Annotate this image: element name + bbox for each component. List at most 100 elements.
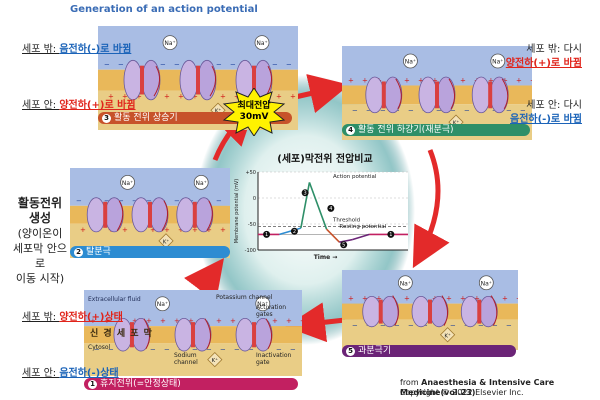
sodium-ion: Na⁺: [155, 296, 170, 312]
action-potential-segment: [326, 228, 340, 243]
s1-outside-text: 세포 밖: 양전하(+)상태: [22, 312, 123, 323]
channel-gate: [428, 299, 432, 324]
charge-sign: −: [272, 61, 278, 69]
ion-channel: [113, 317, 151, 352]
credit-line1: from Anaesthesia & Intensive Care Medici…: [400, 378, 555, 397]
charge-sign: −: [478, 322, 484, 330]
charge-sign: +: [122, 226, 128, 234]
charge-sign: +: [418, 76, 424, 84]
action-gen-sub-2: 세포막 안으로: [12, 242, 68, 270]
membrane-kr-label: 신 경 세 포 막: [90, 329, 153, 339]
stage4-number: 4: [346, 126, 355, 135]
ion-channel: [176, 197, 214, 233]
charge-sign: −: [132, 197, 138, 205]
sodium-ion: Na⁺: [193, 174, 209, 190]
charge-sign: −: [104, 61, 110, 69]
channel-gate: [140, 65, 144, 95]
sodium-ion: Na⁺: [162, 35, 178, 50]
stage3-number: 3: [102, 114, 111, 123]
ion-channel: [365, 76, 403, 114]
channel-gate: [191, 322, 195, 348]
action-gen-sub-1: (양이온이: [17, 227, 63, 240]
charge-sign: +: [290, 92, 296, 100]
stage4-label: 활동 전위 하강기(재분극): [358, 125, 454, 135]
svg-text:Na⁺: Na⁺: [164, 40, 175, 47]
channel-gate: [488, 81, 493, 109]
stage2-label: 탈분극: [86, 247, 111, 257]
inactivation-gate-label: Inactivation gate: [256, 352, 292, 366]
charge-sign: +: [404, 295, 410, 303]
sodium-ion: Na⁺: [490, 53, 506, 69]
credit-line2: Copyright © 2022 Elsevier Inc.: [400, 388, 524, 397]
annotation-action-potential: Action potential: [333, 174, 377, 180]
ion-flow-arrow: [448, 78, 455, 110]
charge-sign: +: [230, 317, 236, 325]
s4-inside-line1: 세포 안: 다시: [526, 100, 582, 111]
annotation-threshold: Threshold: [332, 217, 360, 223]
charge-sign: +: [530, 76, 532, 84]
svg-text:1: 1: [389, 232, 392, 238]
charge-sign: +: [404, 76, 410, 84]
charge-sign: +: [164, 92, 170, 100]
ion-flow-arrow: [501, 78, 509, 110]
charge-sign: +: [516, 76, 522, 84]
channel-gate: [477, 299, 482, 324]
action-potential-segment: [300, 182, 311, 229]
charge-sign: −: [206, 345, 212, 353]
charge-sign: −: [380, 322, 386, 330]
potassium-ion: K⁺: [439, 327, 456, 343]
charge-sign: −: [216, 197, 222, 205]
channel-gate: [252, 322, 257, 348]
charge-sign: +: [90, 317, 96, 325]
charge-sign: +: [192, 226, 198, 234]
action-gen-sub-3: 이동 시작): [15, 272, 65, 285]
ion-channel: [418, 76, 456, 114]
charge-sign: −: [352, 106, 358, 114]
ion-flow-arrow: [206, 200, 213, 232]
ion-channel: [179, 59, 217, 101]
charge-sign: +: [460, 295, 466, 303]
channel-gate: [435, 81, 439, 109]
charge-sign: +: [122, 92, 128, 100]
arrow-hyper-to-rest: [285, 302, 346, 343]
charge-sign: +: [104, 317, 110, 325]
svg-text:5: 5: [342, 243, 345, 249]
svg-text:K⁺: K⁺: [163, 238, 170, 245]
charge-sign: −: [366, 106, 372, 114]
svg-text:1: 1: [265, 232, 268, 238]
svg-text:K⁺: K⁺: [215, 108, 222, 115]
svg-text:Na⁺: Na⁺: [400, 280, 411, 287]
potassium-ion: K⁺: [207, 352, 223, 368]
sodium-ion: Na⁺: [403, 53, 418, 69]
s4-outside-line1: 세포 밖: 다시: [526, 44, 582, 55]
charge-sign: +: [150, 226, 156, 234]
charge-sign: +: [272, 317, 278, 325]
s1-inside-text: 세포 안: 음전하(-)상태: [22, 368, 119, 379]
channel-gate: [196, 65, 200, 95]
stage-marker: 4: [327, 204, 335, 212]
stage-marker: 1: [387, 230, 395, 238]
charge-sign: −: [290, 345, 296, 353]
charge-sign: +: [192, 92, 198, 100]
charge-sign: +: [136, 92, 142, 100]
annotation-resting: Resting potential: [339, 224, 386, 230]
svg-text:K⁺: K⁺: [444, 332, 451, 339]
ion-flow-arrow: [116, 200, 124, 232]
charge-sign: −: [174, 61, 180, 69]
svg-text:2: 2: [293, 229, 296, 235]
charge-sign: +: [216, 317, 222, 325]
stage-marker: 3: [301, 189, 309, 197]
charge-sign: +: [348, 76, 354, 84]
charge-sign: −: [394, 322, 400, 330]
charge-sign: +: [174, 317, 180, 325]
charge-sign: −: [408, 106, 414, 114]
s4-outside-emphasis: 양전하(+)로 바뀜: [505, 58, 582, 69]
charge-sign: +: [164, 226, 170, 234]
ion-channel: [362, 295, 400, 328]
charge-sign: +: [276, 92, 282, 100]
charge-sign: −: [150, 345, 156, 353]
charge-sign: +: [80, 226, 86, 234]
sodium-ion: Na⁺: [254, 35, 270, 50]
